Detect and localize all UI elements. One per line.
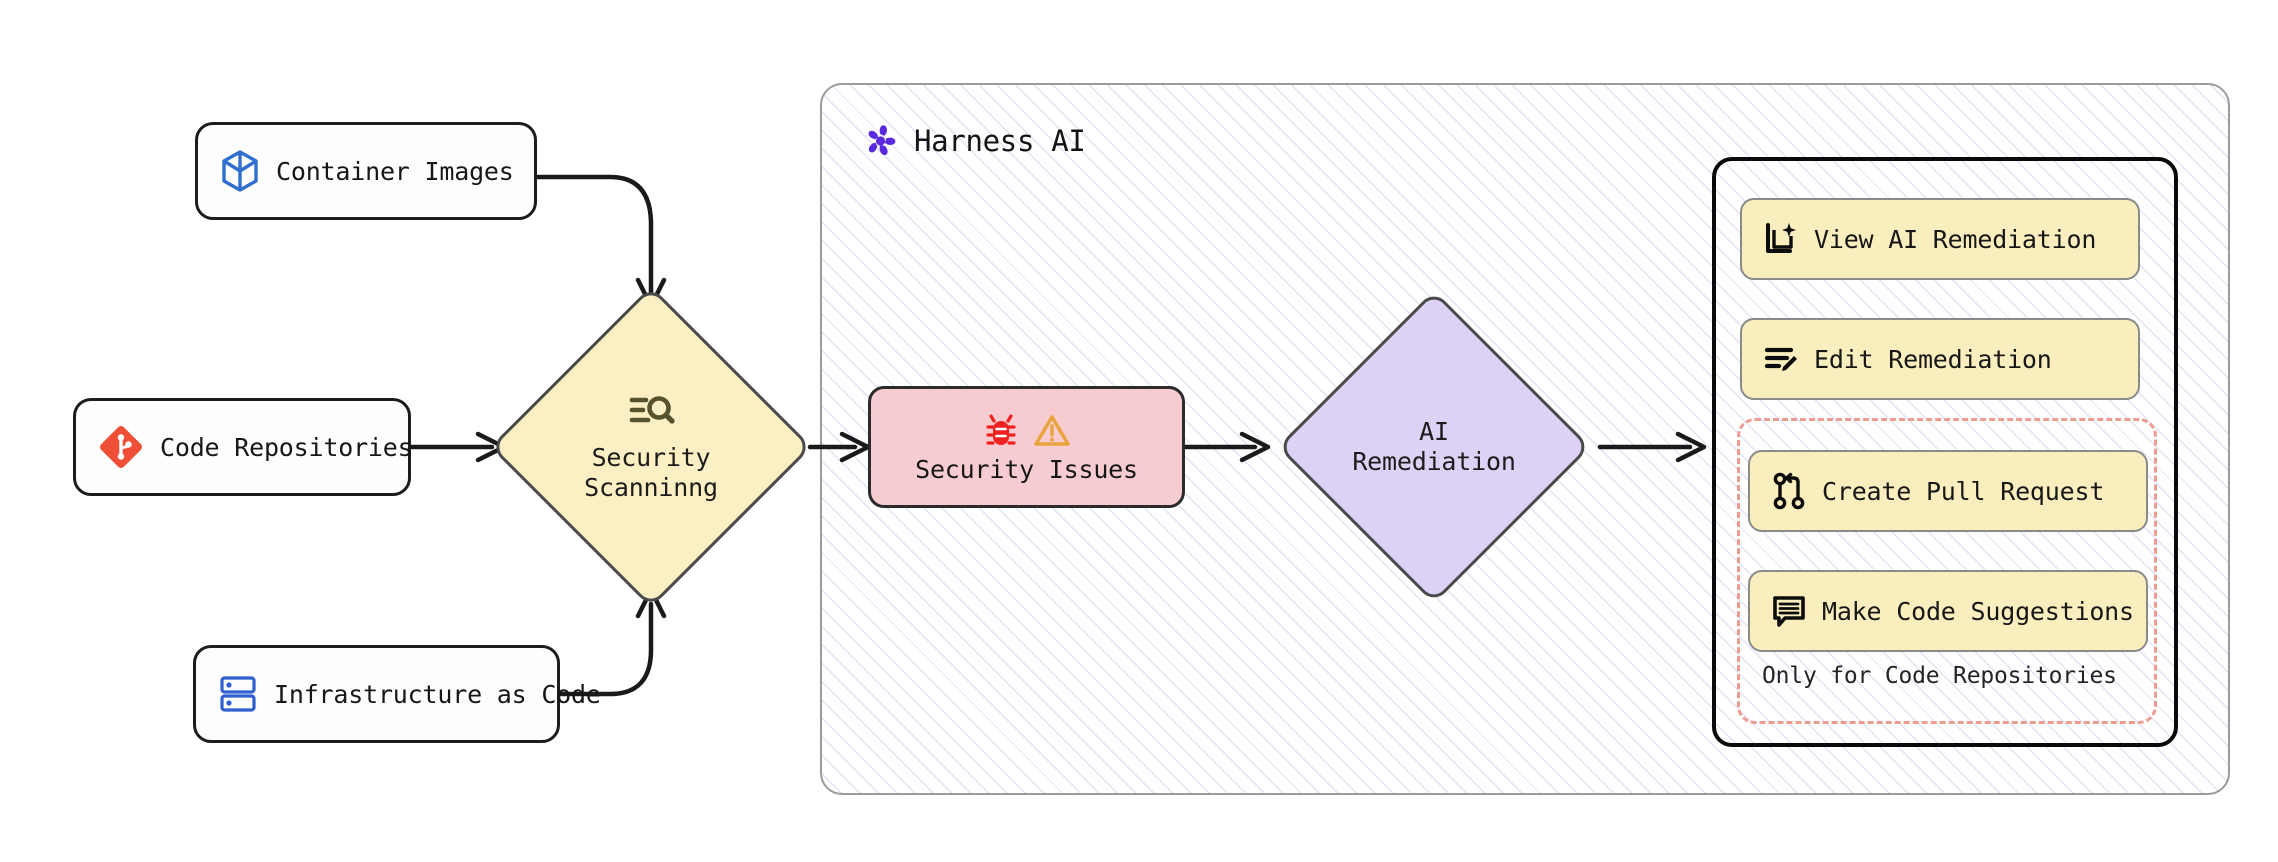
- cube-icon: [220, 149, 260, 193]
- harness-pinwheel-icon: [860, 121, 900, 161]
- button-make-code-suggestions[interactable]: Make Code Suggestions: [1748, 570, 2148, 652]
- node-ai-remediation[interactable]: AI Remediation: [1268, 288, 1600, 606]
- node-label: Code Repositories: [160, 432, 413, 462]
- button-label: Create Pull Request: [1822, 476, 2105, 506]
- node-container-images[interactable]: Container Images: [195, 122, 537, 220]
- edge-container-images-to-scan: [534, 174, 664, 306]
- harness-ai-title: Harness AI: [914, 123, 1086, 158]
- restriction-note: Only for Code Repositories: [1762, 663, 2117, 689]
- git-pull-request-icon: [1772, 472, 1806, 510]
- comment-lines-icon: [1772, 594, 1806, 628]
- lines-pencil-icon: [1764, 342, 1798, 376]
- button-edit-remediation[interactable]: Edit Remediation: [1740, 318, 2140, 400]
- edge-code-repositories-to-scan: [408, 434, 504, 460]
- issues-label: Security Issues: [915, 454, 1138, 484]
- node-label: Infrastructure as Code: [274, 679, 601, 709]
- issues-icon-row: [984, 413, 1070, 449]
- button-label: Edit Remediation: [1814, 344, 2052, 374]
- button-label: Make Code Suggestions: [1822, 596, 2134, 626]
- bug-icon: [984, 413, 1018, 449]
- server-rack-icon: [218, 673, 258, 715]
- node-security-scanning[interactable]: Security Scanninng: [489, 285, 813, 609]
- document-sparkle-icon: [1764, 221, 1798, 257]
- node-label: Container Images: [276, 156, 514, 186]
- node-security-issues[interactable]: Security Issues: [868, 386, 1185, 508]
- git-icon: [98, 424, 144, 470]
- button-view-ai-remediation[interactable]: View AI Remediation: [1740, 198, 2140, 280]
- node-code-repositories[interactable]: Code Repositories: [73, 398, 413, 496]
- node-infrastructure-as-code[interactable]: Infrastructure as Code: [193, 645, 601, 743]
- harness-ai-title-row: Harness AI: [860, 120, 1086, 162]
- button-label: View AI Remediation: [1814, 224, 2097, 254]
- button-create-pull-request[interactable]: Create Pull Request: [1748, 450, 2148, 532]
- warning-triangle-icon: [1033, 414, 1070, 447]
- code-repositories-only-group: [1737, 418, 2157, 724]
